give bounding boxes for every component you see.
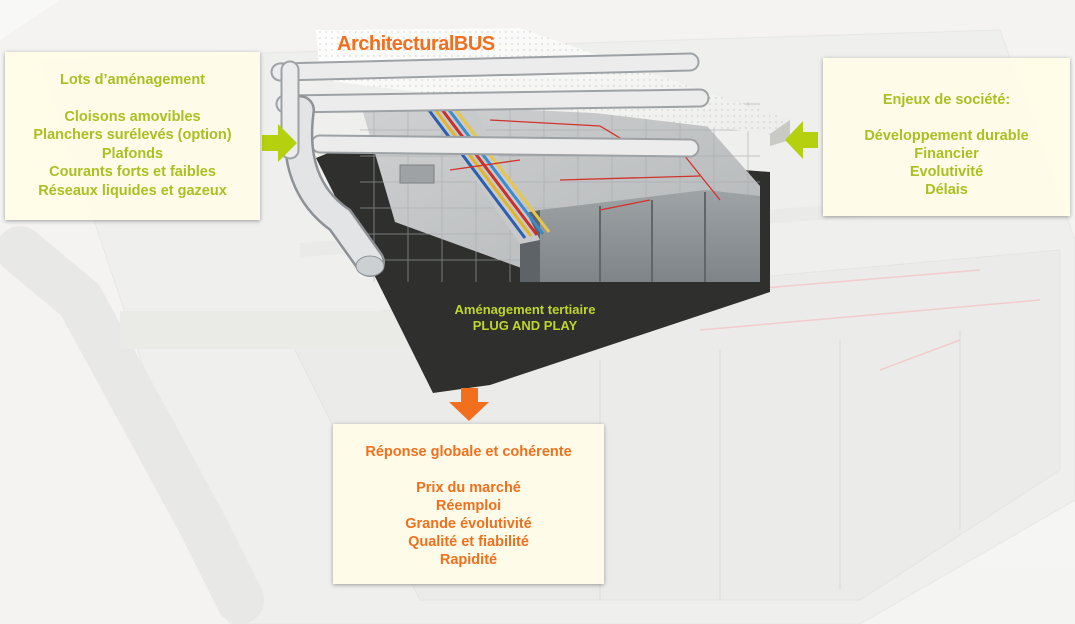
right-info-box: Enjeux de société: Développement durable… <box>823 58 1070 216</box>
right-box-item: Délais <box>925 182 968 198</box>
diagram-title: ArchitecturalBUS <box>337 33 495 55</box>
bottom-box-item: Réemploi <box>435 498 502 514</box>
left-box-item: Planchers surélevés (option) <box>33 127 232 143</box>
right-box-item: Développement durable <box>864 128 1029 144</box>
bottom-box-heading: Réponse globale et cohérente <box>365 444 572 460</box>
air-ducts <box>270 52 710 277</box>
arrow-left-icon <box>785 121 818 159</box>
left-box-item: Cloisons amovibles <box>64 108 201 125</box>
bottom-box-item: Grande évolutivité <box>405 516 532 532</box>
left-box-heading: Lots d’aménagement <box>59 72 206 88</box>
center-caption-line1: Aménagement tertiaire <box>454 302 596 317</box>
bottom-box-item: Rapidité <box>439 552 498 568</box>
spacer <box>333 461 604 479</box>
left-info-box: Lots d’aménagement Cloisons amovibles Pl… <box>5 52 260 220</box>
right-box-item: Evolutivité <box>909 164 984 180</box>
center-caption: Aménagement tertiaire PLUG AND PLAY <box>420 302 630 334</box>
left-box-item: Réseaux liquides et gazeux <box>38 182 227 199</box>
center-caption-line2: PLUG AND PLAY <box>472 318 578 333</box>
bottom-box-item: Qualité et fiabilité <box>408 534 529 550</box>
spacer <box>5 90 260 108</box>
left-box-item: Courants forts et faibles <box>49 164 216 180</box>
bottom-info-box: Réponse globale et cohérente Prix du mar… <box>333 424 604 584</box>
bottom-box-item: Prix du marché <box>416 480 521 496</box>
arrow-right-icon <box>262 124 297 162</box>
spacer <box>823 109 1070 127</box>
arrow-down-icon <box>449 388 489 421</box>
right-box-item: Financier <box>914 146 979 162</box>
right-box-heading: Enjeux de société: <box>882 92 1011 108</box>
left-box-item: Plafonds <box>101 145 164 162</box>
